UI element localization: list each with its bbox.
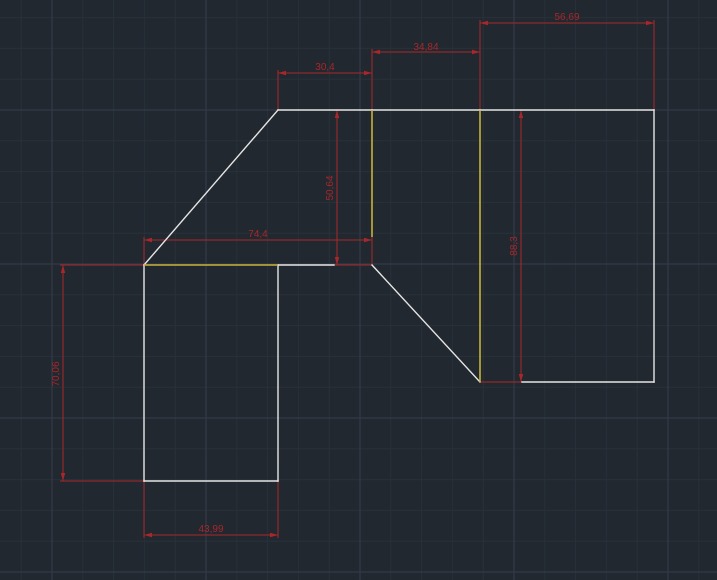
dim-56-69[interactable]: 56,69 [479, 12, 655, 110]
dimension-arrow [472, 49, 480, 55]
dimension-value: 50,64 [325, 175, 336, 200]
dimension-annotations: 30,4 34,84 56,69 74,4 43,99 50,64 88,3 70,06 [51, 12, 655, 538]
dimension-value: 34,84 [413, 42, 438, 53]
dimension-arrow [60, 473, 66, 481]
dimension-arrow [60, 265, 66, 273]
geometry-highlighted-edges[interactable] [144, 110, 481, 382]
dimension-arrow [646, 20, 654, 26]
dimension-value: 88,3 [509, 236, 520, 256]
dimension-value: 74,4 [248, 229, 268, 240]
dimension-arrow [144, 237, 152, 243]
dimension-arrow [364, 237, 372, 243]
dimension-value: 30,4 [315, 62, 335, 73]
dimension-arrow [518, 374, 524, 382]
geometry-outline[interactable] [143, 109, 655, 482]
dimension-arrow [334, 110, 340, 118]
dimension-arrow [372, 49, 380, 55]
dim-43-99[interactable]: 43,99 [143, 481, 279, 538]
dimension-value: 56,69 [554, 12, 579, 23]
dimension-arrow [144, 532, 152, 538]
dimension-arrow [270, 532, 278, 538]
dim-88-3[interactable]: 88,3 [480, 109, 524, 383]
geometry-line[interactable] [371, 264, 481, 383]
dim-70-06[interactable]: 70,06 [51, 264, 144, 482]
dimension-arrow [278, 70, 286, 76]
dimension-arrow [334, 257, 340, 265]
dim-34-84[interactable]: 34,84 [371, 42, 481, 110]
dimension-arrow [364, 70, 372, 76]
dimension-arrow [518, 110, 524, 118]
dim-30-4[interactable]: 30,4 [277, 62, 373, 110]
dim-74-4[interactable]: 74,4 [143, 229, 373, 265]
dimension-value: 43,99 [198, 524, 223, 535]
dimension-arrow [480, 20, 488, 26]
dimension-value: 70,06 [51, 361, 62, 386]
geometry-line[interactable] [143, 109, 279, 266]
